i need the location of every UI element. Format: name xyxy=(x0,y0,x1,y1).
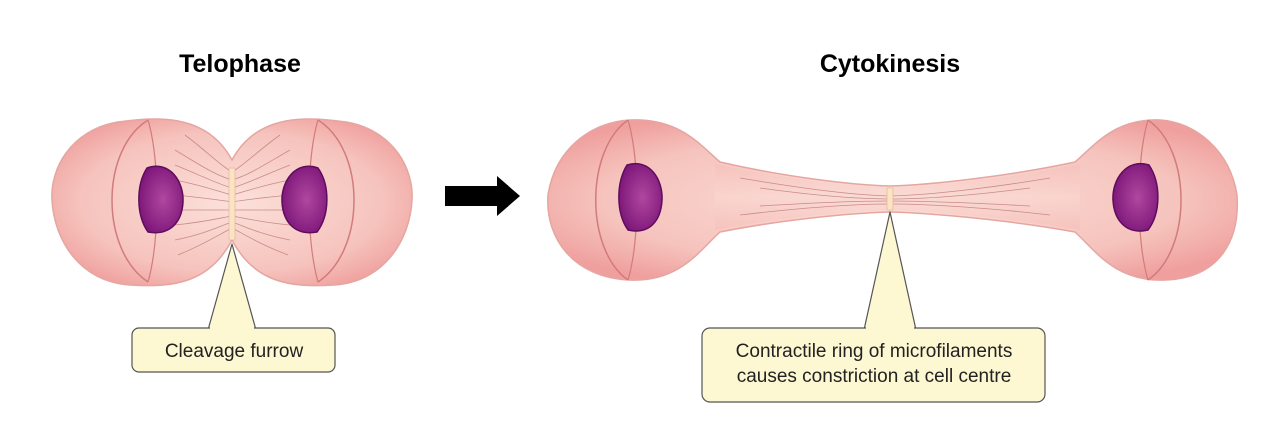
telophase-cell xyxy=(51,118,413,287)
cytokinesis-bridge xyxy=(715,164,1080,230)
telophase-right-membrane xyxy=(317,119,355,283)
cleavage-furrow-label: Cleavage furrow xyxy=(134,339,334,364)
cytokinesis-right-membrane xyxy=(1147,119,1182,281)
telophase-right-nucleus xyxy=(281,165,328,234)
stage-arrow-icon xyxy=(445,176,520,216)
contractile-ring-callout-pointer xyxy=(863,211,917,331)
contractile-ring-label: Contractile ring of microfilaments cause… xyxy=(704,339,1044,389)
contractile-ring xyxy=(886,187,894,211)
telophase-left-membrane xyxy=(111,119,149,283)
telophase-left-nucleus xyxy=(138,165,184,234)
contractile-ring-label-line1: Contractile ring of microfilaments xyxy=(735,341,1013,362)
cytokinesis-left-membrane xyxy=(595,119,629,281)
contractile-ring-label-line2: causes constriction at cell centre xyxy=(736,366,1012,387)
cleavage-furrow-line xyxy=(228,167,236,241)
cleavage-furrow-label-text: Cleavage furrow xyxy=(164,341,304,362)
cytokinesis-right-nucleus xyxy=(1112,162,1159,232)
cytokinesis-title: Cytokinesis xyxy=(819,50,961,78)
cytokinesis-cell xyxy=(547,119,1239,281)
telophase-title: Telophase xyxy=(179,50,301,78)
cytokinesis-left-nucleus xyxy=(618,162,663,232)
